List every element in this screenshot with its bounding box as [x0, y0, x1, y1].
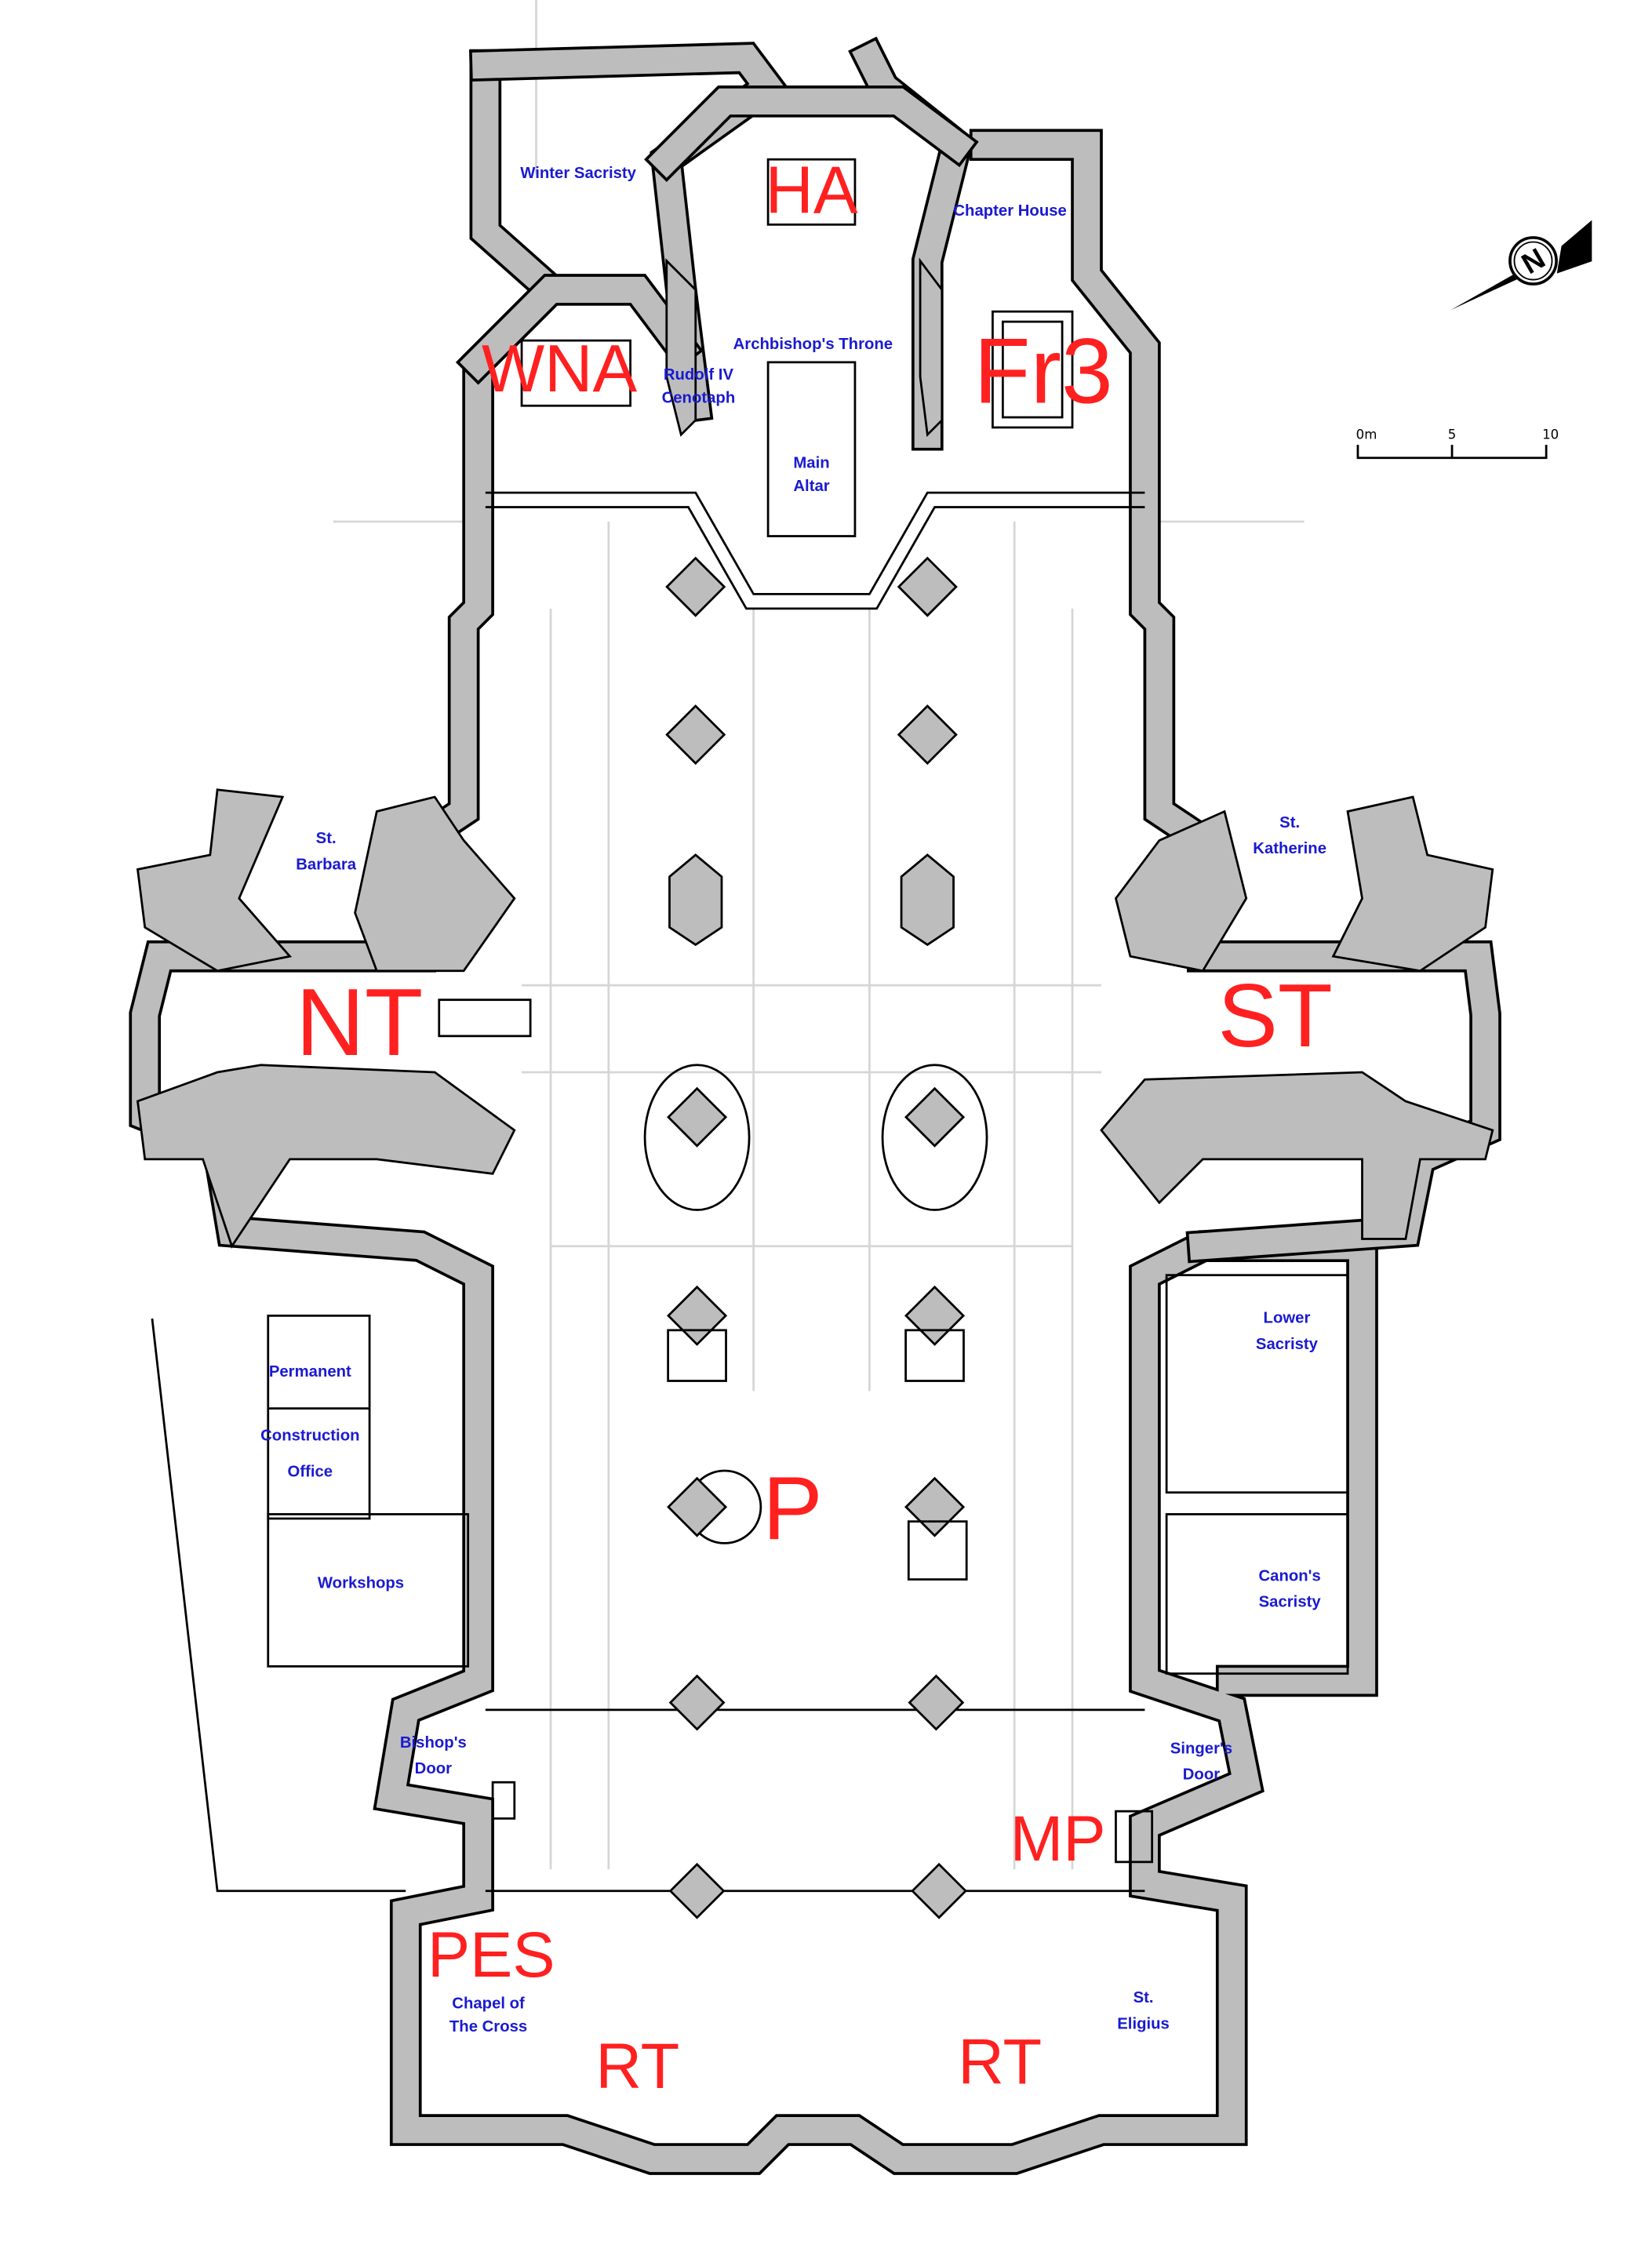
marker-mp: MP — [1010, 1803, 1106, 1875]
tower-masses — [136, 257, 1494, 1249]
south-tower-mass-right — [1331, 795, 1494, 973]
label-st-katherine-2: Katherine — [1253, 840, 1326, 857]
label-chapter-house: Chapter House — [953, 202, 1066, 220]
label-st-eligius-2: Eligius — [1117, 2015, 1170, 2032]
label-bishops-door-2: Door — [415, 1760, 452, 1777]
pillars — [643, 556, 988, 1919]
label-workshops: Workshops — [318, 1575, 404, 1592]
label-singers-door-1: Singer's — [1170, 1740, 1232, 1757]
north-tower-mass-right — [354, 795, 516, 973]
label-rudolf-iv: Rudolf IV — [664, 366, 734, 384]
marker-rt-left: RT — [595, 2031, 679, 2102]
south-tower-mass-left — [1114, 809, 1248, 973]
label-canons-sacristy-1: Canon's — [1258, 1567, 1320, 1584]
label-altar: Altar — [793, 478, 829, 495]
label-st-katherine-1: St. — [1279, 814, 1300, 831]
marker-st: ST — [1218, 966, 1333, 1066]
label-st-barbara-2: Barbara — [296, 856, 356, 873]
label-st-eligius-1: St. — [1133, 1989, 1154, 2006]
label-singers-door-2: Door — [1183, 1766, 1220, 1784]
choir-south-mass — [919, 257, 944, 438]
label-office: Office — [288, 1463, 333, 1480]
label-archbishops-throne: Archbishop's Throne — [733, 336, 893, 353]
label-lower-sacristy-2: Sacristy — [1256, 1336, 1319, 1353]
room-labels: Winter Sacristy Chapter House Archbishop… — [260, 165, 1326, 2035]
south-tower-lower-mass — [1100, 1071, 1494, 1240]
marker-p: P — [762, 1458, 822, 1559]
label-permanent: Permanent — [269, 1363, 351, 1380]
label-construction: Construction — [260, 1427, 359, 1444]
scale-label-5: 5 — [1448, 427, 1457, 442]
label-canons-sacristy-2: Sacristy — [1259, 1594, 1322, 1611]
marker-pes: PES — [428, 1919, 555, 1991]
label-chapel-cross-1: Chapel of — [452, 1995, 525, 2012]
scale-label-0: 0m — [1356, 427, 1377, 442]
marker-rt-right: RT — [958, 2026, 1042, 2097]
north-arrow-icon: N — [1450, 220, 1592, 311]
label-cenotaph: Cenotaph — [662, 390, 736, 407]
marker-nt: NT — [296, 969, 424, 1075]
scale-bar: 0m 5 10 — [1356, 427, 1559, 460]
north-tower-mass-left — [136, 788, 293, 973]
label-bishops-door-1: Bishop's — [400, 1734, 467, 1752]
scale-label-10: 10 — [1542, 427, 1559, 442]
label-chapel-cross-2: The Cross — [449, 2018, 527, 2035]
red-markers: HA WNA Fr3 NT ST P MP PES RT RT — [296, 154, 1333, 2102]
label-main: Main — [793, 455, 829, 472]
north-tower-lower-mass — [136, 1064, 516, 1249]
room-outlines — [151, 158, 1349, 1893]
marker-wna: WNA — [482, 332, 638, 406]
marker-ha: HA — [766, 154, 858, 228]
label-winter-sacristy: Winter Sacristy — [520, 165, 636, 182]
label-lower-sacristy-1: Lower — [1264, 1310, 1311, 1327]
vault-ghost-lines — [333, 0, 1304, 1870]
marker-fr3: Fr3 — [973, 320, 1112, 424]
label-st-barbara-1: St. — [316, 830, 337, 847]
choir-north-mass — [665, 258, 697, 437]
